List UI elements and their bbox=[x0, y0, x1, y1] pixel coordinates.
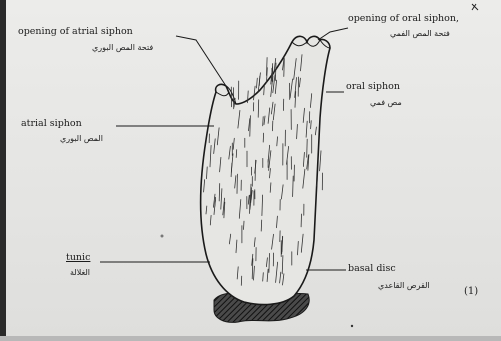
texture-stroke bbox=[261, 220, 262, 231]
texture-stroke bbox=[263, 117, 264, 126]
texture-stroke bbox=[257, 78, 258, 88]
texture-stroke bbox=[320, 151, 321, 171]
texture-stroke bbox=[236, 150, 237, 158]
label-oral-siphon: oral siphon bbox=[346, 81, 400, 92]
label-atrial-siphon: atrial siphon bbox=[21, 118, 82, 129]
corner-mark bbox=[472, 4, 478, 10]
leader-oral-opening bbox=[318, 28, 348, 40]
texture-stroke bbox=[284, 59, 285, 77]
label-tunic: tunic bbox=[66, 252, 90, 263]
texture-stroke bbox=[258, 73, 260, 92]
label-basal-disc-ar: القرص القاعدي bbox=[378, 281, 430, 290]
label-opening-oral-siphon: opening of oral siphon, bbox=[348, 13, 459, 24]
texture-stroke bbox=[307, 139, 308, 157]
label-atrial-siphon-ar: المص البوري bbox=[60, 134, 103, 143]
label-opening-atrial-siphon-ar: فتحة المص البوري bbox=[92, 43, 153, 52]
label-opening-oral-siphon-ar: فتحة المص الفمي bbox=[390, 29, 450, 38]
speck bbox=[161, 235, 164, 238]
figure-number: (1) bbox=[464, 286, 478, 297]
texture-stroke bbox=[258, 100, 259, 118]
label-tunic-ar: الغلالة bbox=[70, 268, 90, 277]
texture-stroke bbox=[244, 221, 245, 229]
label-basal-disc: basal disc bbox=[348, 263, 396, 274]
label-oral-siphon-ar: مص فمي bbox=[370, 98, 402, 107]
texture-stroke bbox=[219, 184, 220, 202]
leader-atrial-opening bbox=[176, 36, 226, 86]
label-opening-atrial-siphon: opening of atrial siphon bbox=[18, 26, 133, 37]
speck bbox=[351, 325, 353, 327]
